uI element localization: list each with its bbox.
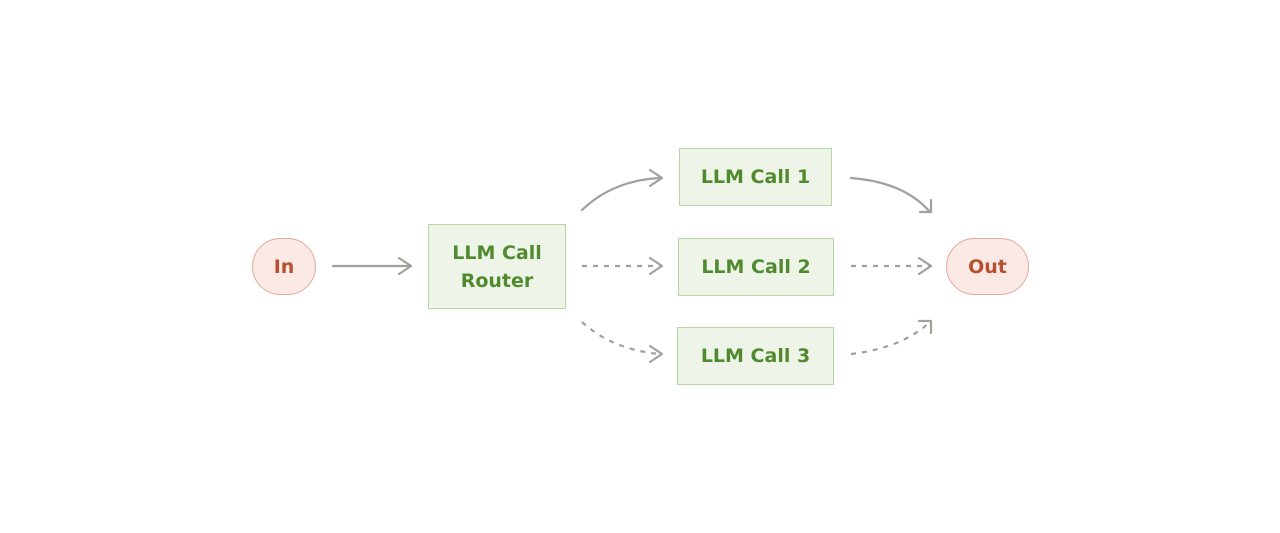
edge-call-2-to-output	[851, 256, 933, 276]
output-node: Out	[946, 238, 1029, 295]
router-node-label: LLM Call Router	[452, 241, 542, 292]
edge-router-to-call-2	[582, 256, 664, 276]
output-node-label: Out	[968, 255, 1007, 278]
llm-call-3-node: LLM Call 3	[677, 327, 834, 385]
input-node-label: In	[273, 255, 295, 278]
llm-call-1-label: LLM Call 1	[700, 166, 811, 188]
router-node: LLM Call Router	[428, 224, 566, 309]
llm-call-2-node: LLM Call 2	[678, 238, 834, 296]
edge-router-to-call-1	[580, 168, 664, 212]
llm-call-3-label: LLM Call 3	[700, 345, 811, 367]
edge-router-to-call-3	[581, 321, 664, 364]
edge-call-3-to-output	[850, 319, 933, 356]
llm-call-1-node: LLM Call 1	[679, 148, 832, 206]
input-node: In	[252, 238, 316, 295]
edge-call-1-to-output	[849, 176, 933, 214]
llm-call-2-label: LLM Call 2	[701, 256, 811, 278]
edge-input-to-router	[331, 256, 413, 276]
